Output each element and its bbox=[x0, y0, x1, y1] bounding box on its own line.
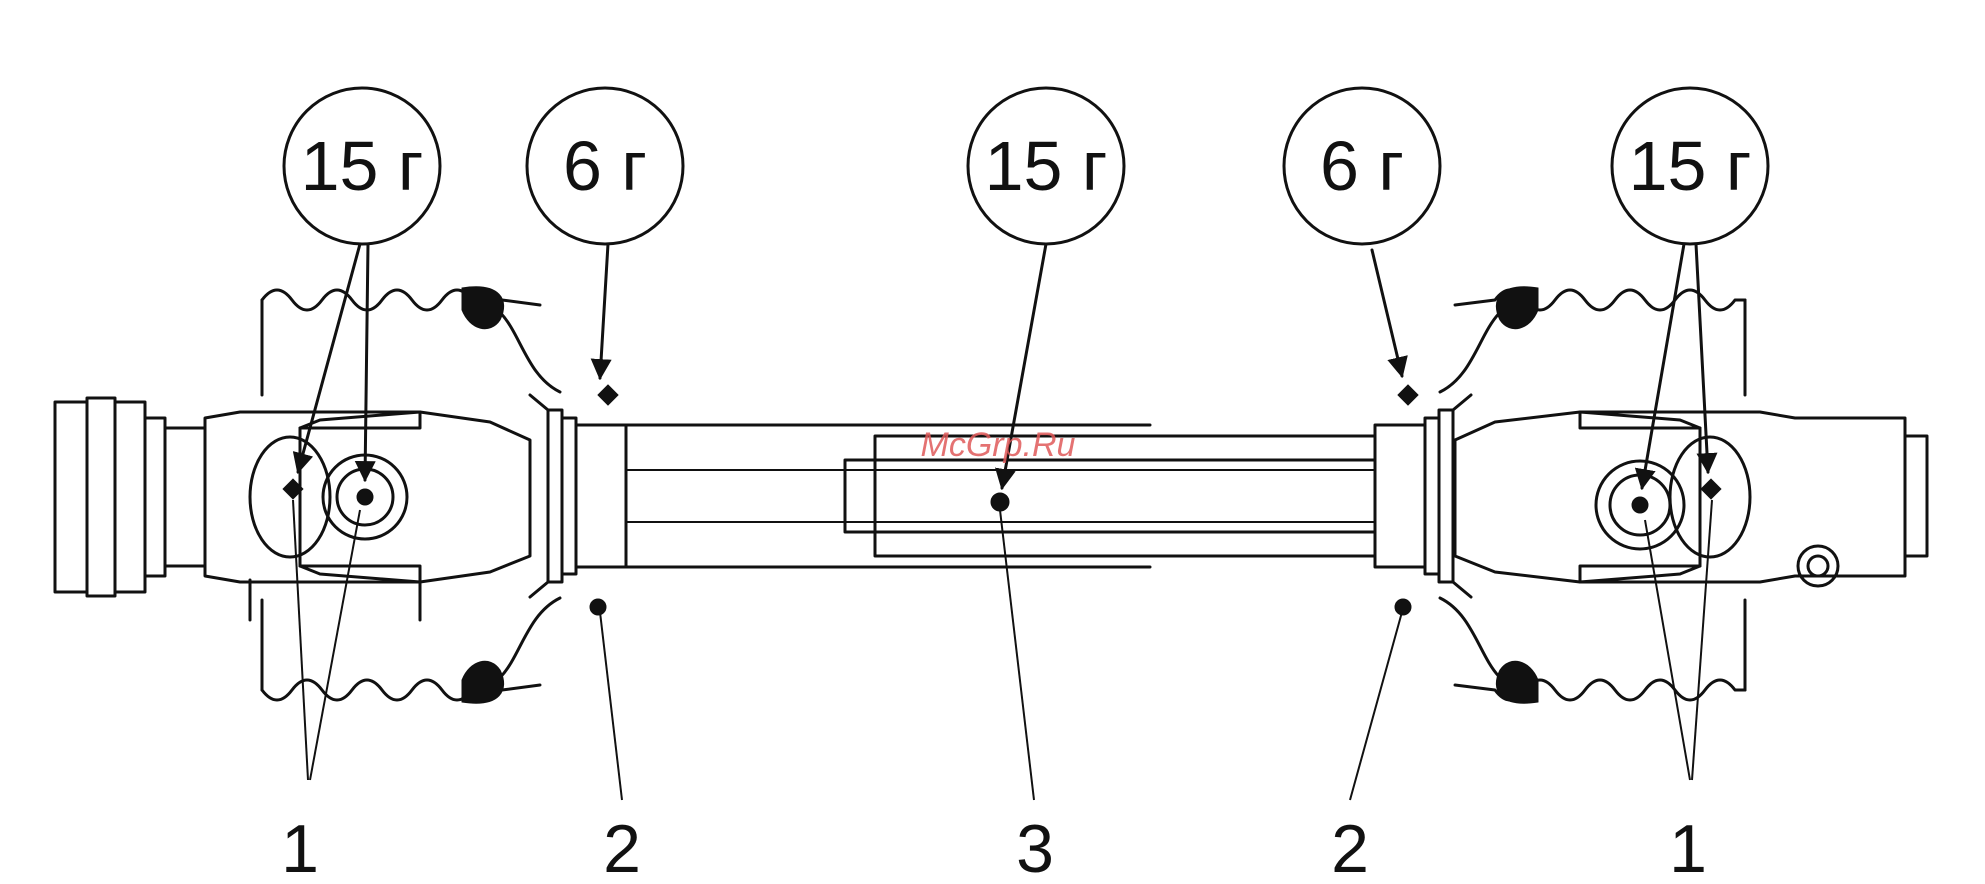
callout-right-mid: 6 г bbox=[1284, 88, 1440, 244]
number-label-left-end: 1 bbox=[281, 811, 319, 884]
left-guard-cone bbox=[262, 287, 560, 703]
left-splined-hub bbox=[55, 398, 205, 596]
left-yoke bbox=[205, 412, 530, 620]
watermark: McGrp.Ru bbox=[921, 426, 1076, 464]
right-guard-bearing bbox=[1375, 385, 1471, 615]
callout-left-mid: 6 г bbox=[527, 88, 683, 244]
grease-amount-label: 15 г bbox=[301, 127, 424, 205]
left-guard-bearing bbox=[530, 385, 626, 615]
right-yoke bbox=[1455, 412, 1927, 586]
callout-right-end: 15 г bbox=[1612, 88, 1768, 244]
number-label-left-mid: 2 bbox=[603, 811, 641, 884]
callout-left-end: 15 г bbox=[284, 88, 440, 244]
grease-amount-label: 6 г bbox=[563, 127, 647, 205]
number-leaders bbox=[293, 500, 1712, 800]
number-label-center: 3 bbox=[1016, 811, 1054, 884]
number-label-right-end: 1 bbox=[1669, 811, 1707, 884]
callout-center: 15 г bbox=[968, 88, 1124, 244]
grease-amount-label: 15 г bbox=[1629, 127, 1752, 205]
number-label-right-mid: 2 bbox=[1331, 811, 1369, 884]
grease-amount-label: 15 г bbox=[985, 127, 1108, 205]
grease-amount-label: 6 г bbox=[1320, 127, 1404, 205]
